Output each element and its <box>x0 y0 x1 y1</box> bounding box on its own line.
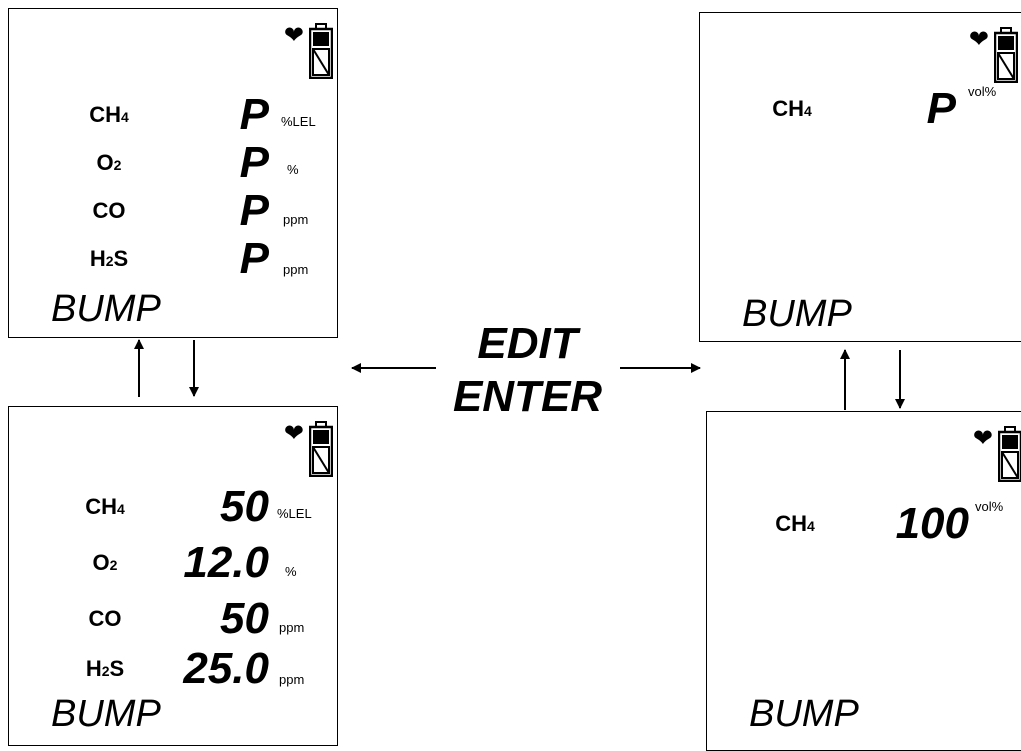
gas-row-ch4: CH4 100 vol% <box>707 499 1021 548</box>
mode-label: BUMP <box>749 693 859 735</box>
gas-value: P <box>926 84 956 133</box>
unit-label: ppm <box>279 672 305 687</box>
status-icons: ❤ <box>284 421 333 477</box>
heart-icon: ❤ <box>972 424 993 452</box>
battery-icon <box>994 27 1018 83</box>
gas-label: O2 <box>96 150 122 175</box>
gas-label: CH4 <box>89 102 129 127</box>
gas-value: 12.0 <box>183 538 269 587</box>
mode-label: BUMP <box>51 693 161 735</box>
mode-label: BUMP <box>742 293 852 335</box>
gas-value: 25.0 <box>183 644 269 693</box>
unit-label: vol% <box>968 84 997 99</box>
gas-value: 50 <box>220 594 269 643</box>
heart-icon: ❤ <box>968 25 989 53</box>
gas-label: H2S <box>89 246 129 271</box>
gas-label: CO <box>88 606 122 631</box>
battery-icon <box>998 426 1021 482</box>
edit-label: EDIT <box>477 319 578 368</box>
unit-label: ppm <box>283 212 309 227</box>
gas-value: P <box>239 138 269 187</box>
gas-label: H2S <box>85 656 125 681</box>
unit-label: %LEL <box>281 114 316 129</box>
gas-label: O2 <box>92 550 118 575</box>
gas-row-h2s: H2S 25.0 ppm <box>9 644 337 693</box>
enter-label: ENTER <box>452 372 603 421</box>
display-screen-bottom-left: ❤ CH4 50 %LEL O2 12.0 % CO 50 ppm H2S 25… <box>8 406 338 746</box>
gas-value: P <box>239 90 269 139</box>
gas-label: CH4 <box>85 494 125 519</box>
display-screen-top-right: ❤ CH4 P vol% BUMP <box>699 12 1021 342</box>
gas-value: 100 <box>895 499 969 548</box>
unit-label: %LEL <box>277 506 312 521</box>
display-screen-bottom-right: ❤ CH4 100 vol% BUMP <box>706 411 1021 751</box>
unit-label: ppm <box>279 620 305 635</box>
unit-label: vol% <box>975 499 1004 514</box>
unit-label: ppm <box>283 262 309 277</box>
gas-label: CO <box>92 198 126 223</box>
status-icons: ❤ <box>284 23 333 79</box>
status-icons: ❤ <box>973 426 1021 482</box>
gas-row-ch4: CH4 P vol% <box>700 84 1021 133</box>
gas-label: CH4 <box>772 96 812 121</box>
unit-label: % <box>287 162 299 177</box>
gas-row-co: CO 50 ppm <box>9 594 337 643</box>
gas-row-co: CO P ppm <box>9 186 337 235</box>
gas-row-h2s: H2S P ppm <box>9 234 337 283</box>
heart-icon: ❤ <box>283 419 304 447</box>
gas-value: P <box>239 186 269 235</box>
gas-row-ch4: CH4 50 %LEL <box>9 482 337 531</box>
battery-icon <box>309 23 333 79</box>
gas-value: 50 <box>220 482 269 531</box>
gas-row-ch4: CH4 P %LEL <box>9 90 337 139</box>
display-screen-top-left: ❤ CH4 P %LEL O2 P % CO P ppm H2S P ppm B… <box>8 8 338 338</box>
gas-row-o2: O2 12.0 % <box>9 538 337 587</box>
battery-icon <box>309 421 333 477</box>
gas-label: CH4 <box>775 511 815 536</box>
gas-value: P <box>239 234 269 283</box>
unit-label: % <box>285 564 297 579</box>
status-icons: ❤ <box>969 27 1018 83</box>
heart-icon: ❤ <box>283 21 304 49</box>
gas-row-o2: O2 P % <box>9 138 337 187</box>
mode-label: BUMP <box>51 288 161 330</box>
